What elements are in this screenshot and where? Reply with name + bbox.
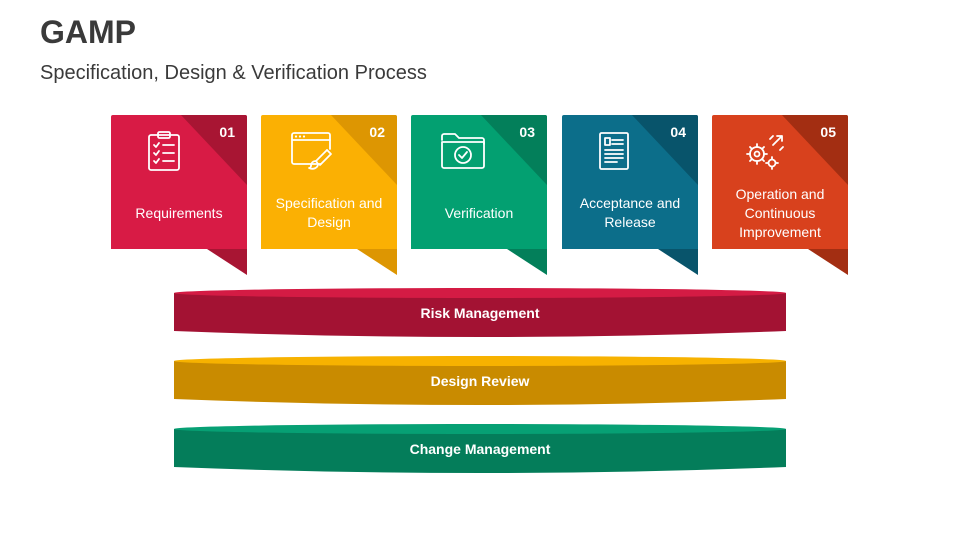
- band-design-review: Design Review: [174, 353, 786, 409]
- step-label: Verification: [444, 204, 514, 221]
- document-report-icon: [599, 132, 629, 170]
- step-label: Operation and Continuous Improvement: [735, 185, 825, 240]
- step-card-requirements: 01 Requirements: [111, 115, 247, 275]
- card-tail: [207, 249, 247, 275]
- card-corner-fold: [331, 115, 397, 185]
- band-label: Risk Management: [420, 305, 540, 321]
- card-tail: [507, 249, 547, 275]
- band-label: Design Review: [430, 373, 530, 389]
- step-card-operation-improvement: 05 Operation and Continuous Improvement: [712, 115, 848, 275]
- step-card-verification: 03 Verification: [411, 115, 547, 275]
- card-corner-fold: [481, 115, 547, 185]
- step-number: 05: [820, 124, 836, 140]
- slide-subtitle: Specification, Design & Verification Pro…: [40, 62, 427, 84]
- design-window-brush-icon: [291, 132, 332, 170]
- band-cylinder-shape: [174, 356, 786, 405]
- step-label: Requirements: [135, 204, 223, 221]
- card-tail: [357, 249, 397, 275]
- step-number: 04: [670, 124, 686, 140]
- band-label: Change Management: [409, 441, 551, 457]
- folder-check-icon: [441, 133, 485, 169]
- step-number: 03: [519, 124, 535, 140]
- card-corner-fold: [782, 115, 848, 185]
- gears-improvement-icon: [746, 135, 784, 170]
- card-corner-fold: [632, 115, 698, 185]
- step-number: 01: [219, 124, 235, 140]
- step-card-specification-design: 02 Specification and Design: [261, 115, 397, 275]
- band-cylinder-shape: [174, 288, 786, 337]
- band-change-management: Change Management: [174, 421, 786, 477]
- clipboard-checklist-icon: [148, 131, 180, 171]
- step-number: 02: [369, 124, 385, 140]
- step-label: Specification and Design: [275, 195, 383, 230]
- card-tail: [658, 249, 698, 275]
- step-card-acceptance-release: 04 Acceptance and Release: [562, 115, 698, 275]
- band-cylinder-shape: [174, 424, 786, 473]
- step-label: Acceptance and Release: [579, 195, 681, 230]
- slide-title: GAMP: [40, 14, 136, 50]
- card-corner-fold: [181, 115, 247, 185]
- band-risk-management: Risk Management: [174, 285, 786, 341]
- card-tail: [808, 249, 848, 275]
